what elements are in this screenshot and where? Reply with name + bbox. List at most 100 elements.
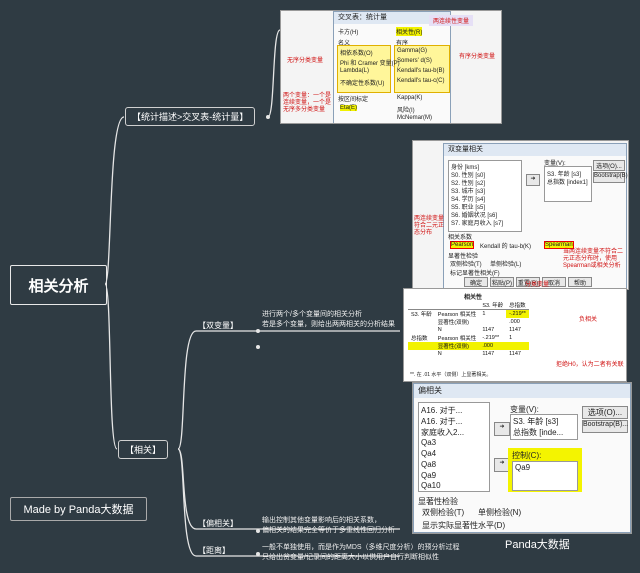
var-list-item[interactable]: Qa8 <box>421 460 437 469</box>
opt-kendall-b[interactable]: Kendall's tau-b(B) <box>397 68 445 74</box>
chk-kendall[interactable]: Kendall 的 tau-b(K) <box>480 244 532 250</box>
group-coef: 相关系数 <box>448 235 473 241</box>
table-row: 显著性(双侧).000 <box>408 342 529 350</box>
branch-crosstab-statistics[interactable]: 【统计描述>交叉表-统计量】 <box>125 107 256 126</box>
group-nominal: 名义 <box>338 41 351 47</box>
branch-correlate[interactable]: 【相关】 <box>118 440 169 459</box>
opt-gamma[interactable]: Gamma(G) <box>397 48 427 54</box>
group-test: 显著性检验 <box>418 497 458 506</box>
chk-show-significance[interactable]: 显示实际显著性水平(D) <box>422 521 506 530</box>
opt-risk[interactable]: 风险(I) <box>397 108 415 114</box>
made-by-badge: Made by Panda大数据 <box>10 497 147 521</box>
vars-label: 变量(V): <box>544 161 566 167</box>
opt-eta[interactable]: Eta(E) <box>340 105 358 111</box>
annot-ordinal-cat: 分类变量 <box>525 282 550 288</box>
selected-var[interactable]: 总指数 [inde... <box>513 428 564 437</box>
ok-button[interactable]: 确定 <box>464 277 488 287</box>
watermark-text: Panda大数据 <box>505 539 570 551</box>
var-list-item[interactable]: Qa9 <box>421 471 437 480</box>
options-button[interactable]: 选项(O)... <box>593 160 625 171</box>
root-node[interactable]: 相关分析 <box>10 265 107 305</box>
sub-bivariate[interactable]: 【双变量】 <box>198 321 238 330</box>
cancel-button[interactable]: 取消 <box>542 277 566 287</box>
table-footnote: **. 在 .01 水平（双侧）上显著相关。 <box>410 372 492 378</box>
move-right-button[interactable]: ➜ <box>526 174 540 186</box>
bootstrap-button[interactable]: Bootstrap(B)... <box>593 172 628 183</box>
var-list-item[interactable]: Qa10 <box>421 481 441 490</box>
col-header: 总指数 <box>509 303 526 309</box>
annot-ordinal: 有序分类变量 <box>459 54 496 60</box>
reset-button[interactable]: 重置(R) <box>516 277 540 287</box>
dialog-title: 交叉表：统计量 <box>334 12 450 24</box>
bootstrap-button[interactable]: Bootstrap(B)... <box>582 420 628 433</box>
table-row: 显著性(双侧).000 <box>437 319 520 326</box>
var-list-item[interactable]: Qa4 <box>421 449 437 458</box>
chk-spearman[interactable]: Spearman <box>544 241 574 249</box>
opt-contingency[interactable]: 相依系数(O) <box>340 51 373 57</box>
var-list-item[interactable]: S3. 城市 [s3] <box>451 189 486 195</box>
var-list-item[interactable]: S5. 职业 [s5] <box>451 205 486 211</box>
opt-mcnemar[interactable]: McNemar(M) <box>397 115 432 121</box>
vars-label: 变量(V): <box>510 405 539 414</box>
group-ordinal: 有序 <box>396 41 409 47</box>
paste-button[interactable]: 粘贴(P) <box>490 277 514 287</box>
table-title: 相关性 <box>464 295 483 301</box>
annot-eta: 两个变量：一个是连续变量，一个是无序多分类变量 <box>283 93 332 113</box>
var-list-item[interactable]: Qa3 <box>421 438 437 447</box>
radio-one-tailed[interactable]: 单侧检验(L) <box>490 262 522 268</box>
annot-spearman: 当两连续变量不符合二元正态分布时，使用Spearman或相关分析 <box>563 249 624 269</box>
move-var-button[interactable]: ➜ <box>494 422 510 436</box>
annot-negative: 负相关 <box>579 317 598 323</box>
note-distance-1: 一般不单独使用，而是作为MDS（多维尺度分析）的预分析过程 <box>262 544 460 551</box>
help-button[interactable]: 帮助 <box>568 277 592 287</box>
group-interval: 按区间标定 <box>338 97 369 103</box>
control-var[interactable]: Qa9 <box>515 463 531 472</box>
col-header: S3. 年龄 <box>482 303 504 309</box>
var-list-item[interactable]: S7. 家庭月收入 [s7] <box>451 221 504 227</box>
selected-var[interactable]: S3. 年龄 [s3] <box>547 172 582 178</box>
var-list-item[interactable]: S2. 性别 [s2] <box>451 181 486 187</box>
annot-continuous: 两连续变量符合二元正态分布 <box>414 216 445 236</box>
note-bivariate-1: 进行两个/多个变量间的相关分析 <box>262 311 362 318</box>
opt-somers[interactable]: Somers' d(S) <box>397 58 432 64</box>
sub-partial[interactable]: 【偏相关】 <box>198 519 238 528</box>
var-list-item[interactable]: S4. 学历 [s4] <box>451 197 486 203</box>
annot-two-continuous: 两连续性变量 <box>429 15 474 26</box>
opt-kendall-c[interactable]: Kendall's tau-c(C) <box>397 78 445 84</box>
options-button[interactable]: 选项(O)... <box>582 406 628 419</box>
var-list-item[interactable]: S0. 性别 [s0] <box>451 173 486 179</box>
var-list-item[interactable]: S6. 婚姻状况 [s6] <box>451 213 498 219</box>
var-list-item[interactable]: 家庭收入2... <box>421 428 465 437</box>
screenshot-crosstab-statistics: 交叉表：统计量 卡方(H) 相关性(R) 名义 有序 相依系数(O) Phi 和… <box>280 10 502 124</box>
opt-phi-cramer[interactable]: Phi 和 Cramer 变量(P) <box>340 61 400 67</box>
dialog-title: 偏相关 <box>414 384 630 398</box>
radio-two-tailed[interactable]: 双侧检验(T) <box>422 508 465 517</box>
selected-var[interactable]: S3. 年龄 [s3] <box>513 417 559 426</box>
annot-nominal: 无序分类变量 <box>287 58 324 64</box>
opt-uncertainty[interactable]: 不确定性系数(U) <box>340 81 385 87</box>
chk-correlations[interactable]: 相关性(R) <box>396 27 423 36</box>
note-distance-2: 只给出贫变量/记录间的距离大小以供用户自行判断相似性 <box>262 554 439 561</box>
opt-lambda[interactable]: Lambda(L) <box>340 68 370 74</box>
chk-chisq[interactable]: 卡方(H) <box>338 30 359 36</box>
chk-flag[interactable]: 标记显著性相关(F) <box>450 271 500 277</box>
radio-two-tailed[interactable]: 双侧检验(T) <box>450 262 482 268</box>
var-list-item[interactable]: A16. 对于... <box>421 417 463 426</box>
radio-one-tailed[interactable]: 单侧检验(N) <box>478 508 522 517</box>
selected-var[interactable]: 总指数 [index1] <box>547 180 588 186</box>
sub-distance[interactable]: 【距离】 <box>198 546 230 555</box>
chk-pearson[interactable]: Pearson <box>450 241 475 249</box>
note-partial-2: 偏相关的结果完全等价于多重线性回归分析 <box>262 527 395 534</box>
screenshot-bivariate-dialog: 双变量相关 身份 [kms] S0. 性别 [s0] S2. 性别 [s2] S… <box>412 140 629 290</box>
var-list-item[interactable]: A16. 对于... <box>421 406 463 415</box>
dialog-title: 双变量相关 <box>444 144 626 156</box>
opt-kappa[interactable]: Kappa(K) <box>397 95 423 101</box>
var-list-item[interactable]: 身份 [kms] <box>451 165 479 171</box>
